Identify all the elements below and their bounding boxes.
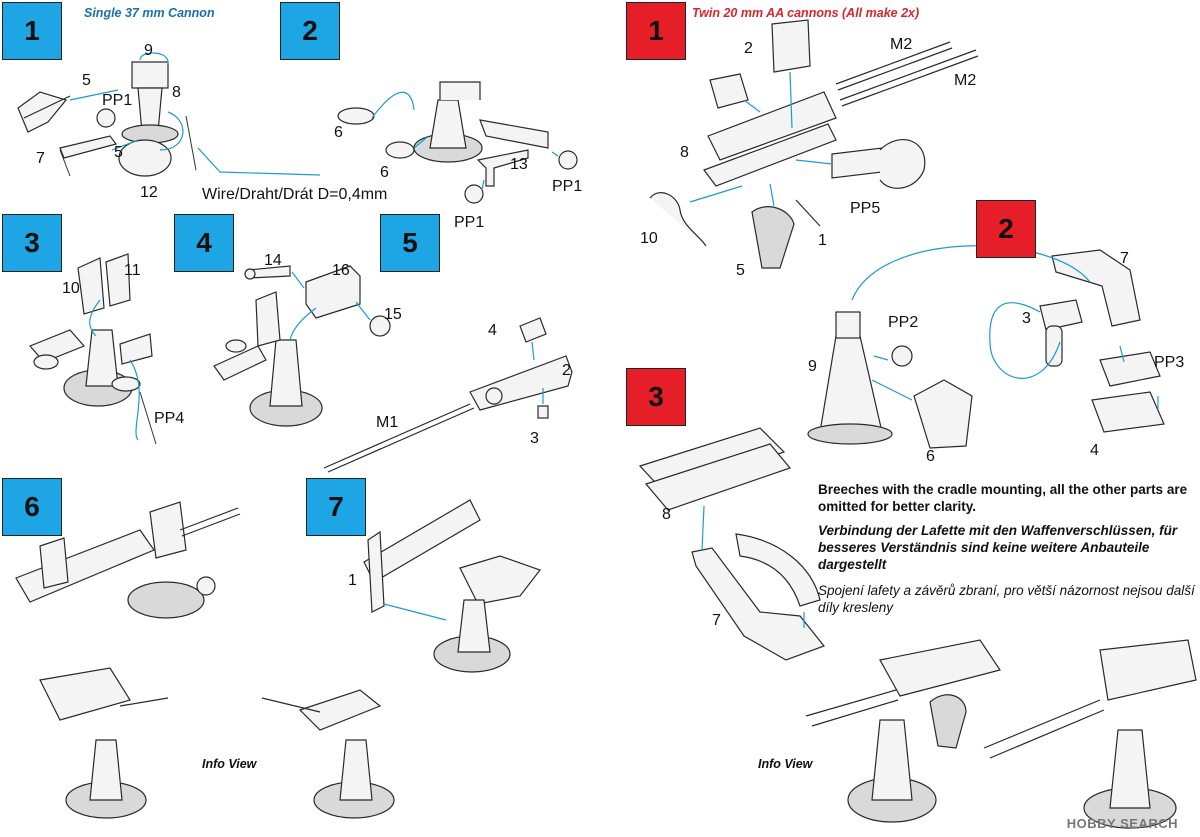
l4-part-16: 16 (332, 262, 350, 279)
r1-part-10: 10 (640, 230, 658, 247)
step-badge-left-2: 2 (280, 2, 340, 60)
l1-part-7: 7 (36, 150, 45, 167)
l2-part-6b: 6 (380, 164, 389, 181)
l1-assembly-drawing (17, 52, 321, 177)
step-badge-left-3: 3 (2, 214, 62, 272)
step-badge-left-4: 4 (174, 214, 234, 272)
r1-part-5: 5 (736, 262, 745, 279)
l2-part-pp1b: PP1 (552, 178, 583, 195)
r1-part-pp5: PP5 (850, 200, 881, 217)
step-badge-left-7: 7 (306, 478, 366, 536)
r2-part-9: 9 (808, 358, 817, 375)
note-english: Breeches with the cradle mounting, all t… (818, 482, 1188, 514)
watermark: HOBBY SEARCH (1066, 816, 1178, 831)
info-view-right-label: Info View (758, 757, 813, 771)
r1-part-8: 8 (680, 144, 689, 161)
r1-part-m2b: M2 (954, 72, 977, 89)
l1-part-12: 12 (140, 184, 158, 201)
l1-part-5b: 5 (114, 144, 123, 161)
l5-part-4: 4 (488, 322, 497, 339)
l1-part-9: 9 (144, 42, 153, 59)
l5-part-m1: M1 (376, 414, 399, 431)
r3-part-8: 8 (662, 506, 671, 523)
r1-part-1: 1 (818, 232, 827, 249)
r2-assembly-drawing (807, 245, 1165, 449)
r3-assembly-drawing (638, 427, 825, 661)
step-badge-right-1: 1 (626, 2, 686, 60)
step-badge-right-2: 2 (976, 200, 1036, 258)
r2-part-7: 7 (1120, 250, 1129, 267)
l1-part-5a: 5 (82, 72, 91, 89)
r1-part-2: 2 (744, 40, 753, 57)
info-view-left-label: Info View (202, 757, 257, 771)
r2-part-3: 3 (1022, 310, 1031, 327)
step-badge-left-1: 1 (2, 2, 62, 60)
left-section-title: Single 37 mm Cannon (84, 6, 215, 20)
l5-part-3: 3 (530, 430, 539, 447)
l1-part-8: 8 (172, 84, 181, 101)
l7-assembly-drawing (363, 499, 541, 673)
step-badge-left-6: 6 (2, 478, 62, 536)
l3-part-pp4: PP4 (154, 410, 185, 427)
r2-part-6: 6 (926, 448, 935, 465)
l2-part-pp1a: PP1 (454, 214, 485, 231)
l2-part-6a: 6 (334, 124, 343, 141)
l3-assembly-drawing (28, 253, 157, 445)
l4-assembly-drawing (213, 265, 391, 427)
l2-part-13: 13 (510, 156, 528, 173)
right-section-title: Twin 20 mm AA cannons (All make 2x) (692, 6, 920, 20)
r2-part-4: 4 (1090, 442, 1099, 459)
r2-part-pp2: PP2 (888, 314, 919, 331)
l3-part-11: 11 (124, 262, 141, 279)
l3-part-10: 10 (62, 280, 80, 297)
step-badge-left-5: 5 (380, 214, 440, 272)
note-german: Verbindung der Lafette mit den Waffenver… (818, 523, 1178, 572)
l6-assembly-drawing (15, 501, 241, 619)
step-badge-right-3: 3 (626, 368, 686, 426)
r2-part-pp3: PP3 (1154, 354, 1185, 371)
r1-assembly-drawing (649, 19, 979, 269)
l4-part-15: 15 (384, 306, 402, 323)
l4-part-14: 14 (264, 252, 282, 269)
l1-part-pp1: PP1 (102, 92, 133, 109)
wire-note: Wire/Draht/Drát D=0,4mm (202, 186, 388, 203)
info-view-left-drawings (39, 667, 395, 819)
l2-assembly-drawing (337, 81, 578, 204)
l5-part-2: 2 (562, 362, 571, 379)
l7-part-1: 1 (348, 572, 357, 589)
info-view-right-drawings (805, 639, 1197, 829)
l5-assembly-drawing (323, 317, 573, 473)
note-czech: Spojení lafety a závěrů zbraní, pro větš… (818, 583, 1195, 615)
r1-part-m2a: M2 (890, 36, 913, 53)
r3-part-7: 7 (712, 612, 721, 629)
